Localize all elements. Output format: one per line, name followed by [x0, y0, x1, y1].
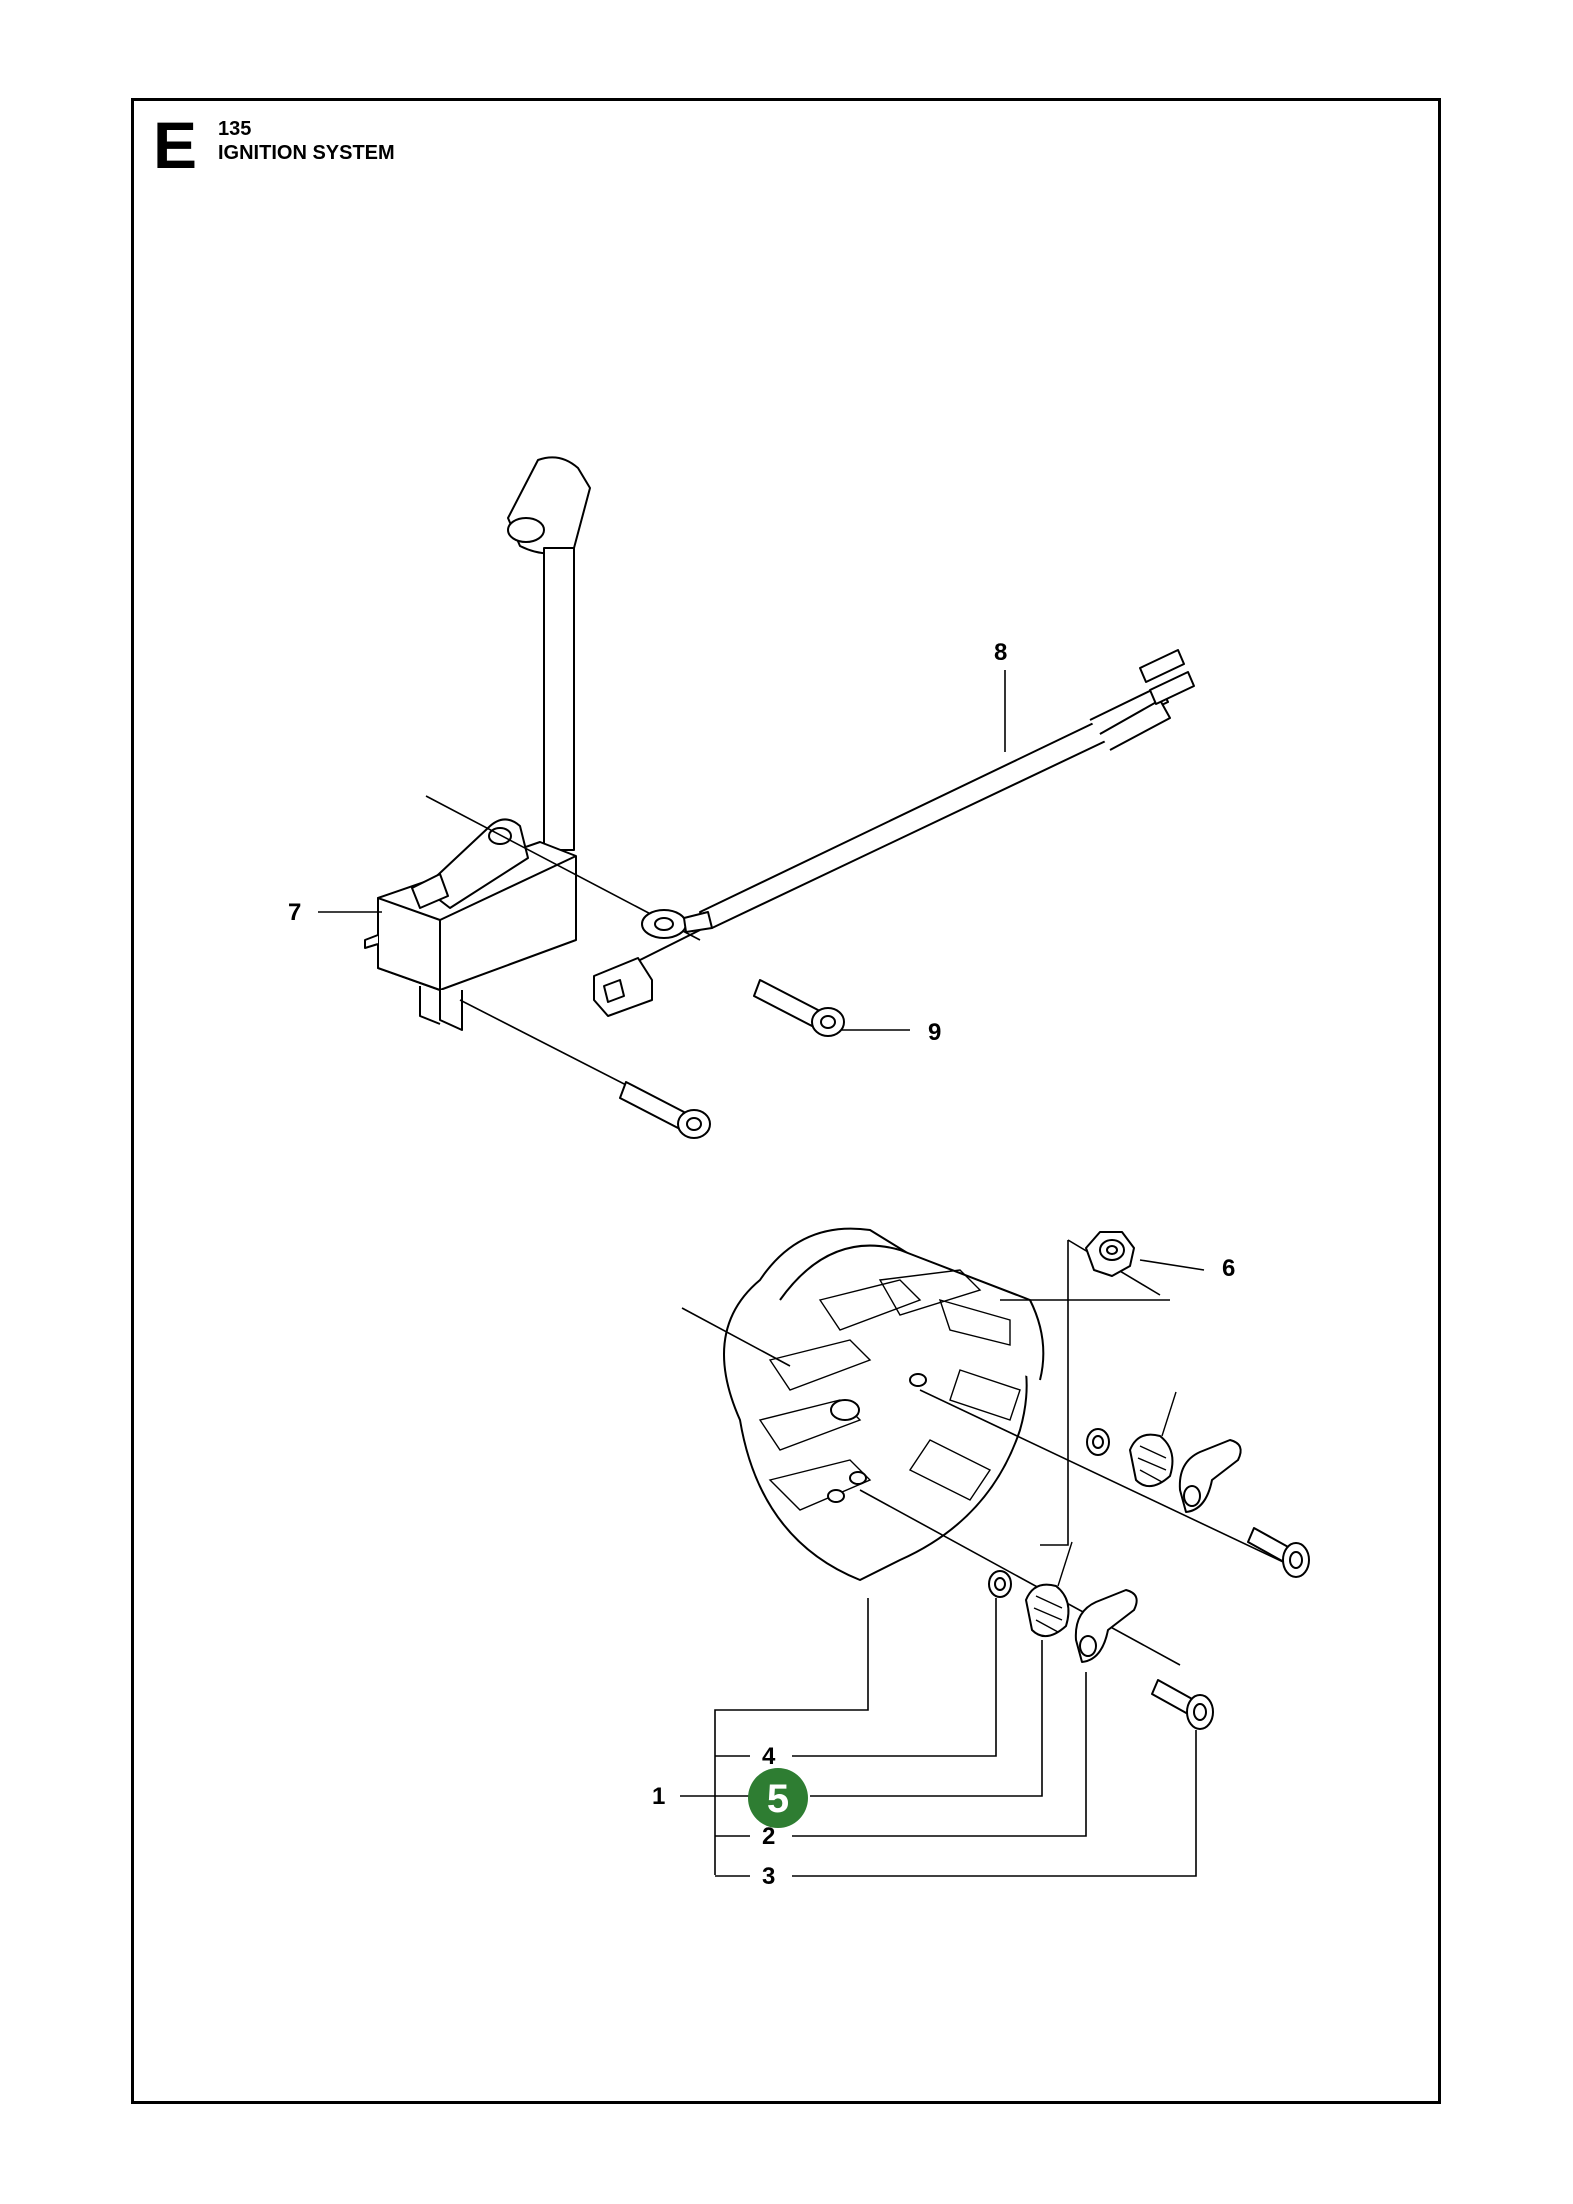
- callout-5: 5: [767, 1777, 789, 1821]
- callout-1: 1: [652, 1783, 665, 1810]
- callout-7: 7: [288, 899, 301, 926]
- leader-line-6: [1139, 1259, 1205, 1271]
- pawl-upper: [1178, 1439, 1242, 1513]
- leader-line-kit: [714, 1598, 869, 1875]
- model-number: 135: [218, 118, 252, 140]
- assembly-axis-line: [919, 1389, 1301, 1571]
- section-title: IGNITION SYSTEM: [218, 142, 395, 164]
- leader-line-5: [810, 1640, 1043, 1797]
- callout-2: 2: [762, 1823, 775, 1850]
- drawing-frame: [131, 98, 1441, 2104]
- leader-line-4: [792, 1598, 997, 1757]
- washer-upper: [1086, 1428, 1110, 1456]
- leader-line: [1040, 1240, 1069, 1546]
- leader-line-2: [792, 1672, 1087, 1837]
- callout-4: 4: [762, 1743, 776, 1770]
- pawl-screw: [1151, 1679, 1214, 1730]
- short-circuit-cable: [593, 649, 1195, 1017]
- callout-9: 9: [928, 1019, 941, 1046]
- flywheel: [723, 1227, 1045, 1581]
- pawl: [1074, 1589, 1138, 1663]
- assembly-axis-line: [681, 1307, 791, 1367]
- nut: [1085, 1231, 1135, 1277]
- callout-5-highlight: 5: [748, 1768, 808, 1828]
- screw-lower: [619, 1081, 711, 1139]
- section-letter: E: [153, 108, 198, 182]
- screw-upper: [753, 979, 845, 1037]
- pawl-screw-upper: [1247, 1527, 1310, 1578]
- callout-6: 6: [1222, 1255, 1235, 1282]
- callout-8: 8: [994, 639, 1007, 666]
- washer: [988, 1570, 1012, 1598]
- callout-3: 3: [762, 1863, 775, 1890]
- assembly-axis-line: [459, 999, 637, 1091]
- leader-line-3: [792, 1730, 1197, 1877]
- ignition-module: [364, 456, 591, 1031]
- leader-line-kit-branches: [715, 1755, 750, 1877]
- spring-upper: [1129, 1391, 1177, 1487]
- spring: [1025, 1541, 1073, 1637]
- assembly-axis-line: [859, 1489, 1181, 1666]
